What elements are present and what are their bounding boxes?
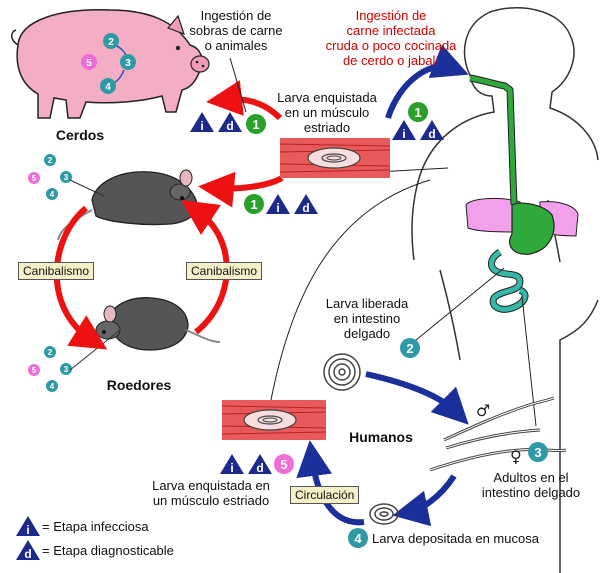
svg-text:3: 3 — [64, 173, 69, 182]
muscle-tissue-top — [279, 138, 391, 178]
lower-muscle-stage-badges: i d 5 — [220, 454, 294, 475]
stage-1-marker: 1 — [252, 117, 259, 132]
svg-text:5: 5 — [32, 366, 37, 375]
infectious-stage-icon: i — [276, 201, 279, 215]
label-adults-intestine: Adultos en el intestino delgado — [481, 470, 581, 500]
larva-release-arrow — [365, 371, 469, 425]
infectious-stage-icon: i — [200, 119, 203, 133]
rodent-stage-badges: 1 i d — [244, 194, 318, 215]
label-pigs: Cerdos — [55, 127, 105, 143]
legend-diagnostic-icon: d — [24, 547, 31, 561]
svg-text:4: 4 — [354, 531, 362, 546]
stage-3-badge: 3 — [528, 442, 548, 462]
muscle-to-pig-arrow — [206, 80, 283, 121]
larva-intestine-pointer-line — [409, 267, 505, 346]
stage-4-marker-pig — [100, 78, 116, 94]
svg-text:4: 4 — [50, 382, 55, 391]
scraps-pointer-line — [229, 57, 247, 113]
label-larva-muscle-top: Larva enquistada en un músculo estriado — [277, 90, 377, 135]
label-larva-mucosa: Larva depositada en mucosa — [372, 531, 539, 546]
rodent-upper-internal-cycle — [28, 154, 105, 200]
svg-text:3: 3 — [534, 445, 541, 460]
stage-5-marker-pig — [81, 54, 97, 70]
legend-diagnostic: = Etapa diagnosticable — [42, 543, 174, 558]
pig-stage-badges: i d 1 — [190, 112, 266, 134]
label-ingest-scraps: Ingestión de sobras de carne o animales — [189, 8, 283, 53]
svg-text:2: 2 — [48, 156, 53, 165]
muscle-to-rodent-arrow — [198, 171, 284, 208]
svg-text:4: 4 — [105, 82, 111, 93]
infectious-stage-icon: i — [230, 461, 233, 475]
label-cannibalism-left: Canibalismo — [18, 262, 95, 280]
label-ingest-meat: Ingestión de carne infectada cruda o poc… — [325, 8, 457, 68]
human-stage-badges: 1 i d — [392, 102, 444, 141]
svg-text:5: 5 — [32, 174, 37, 183]
coiled-larva-mucosa — [369, 503, 399, 525]
stage-1-marker: 1 — [250, 197, 257, 212]
legend-infectious-label: = Etapa infecciosa — [42, 519, 149, 534]
male-symbol: ♂ — [476, 401, 490, 420]
stage-5-marker: 5 — [280, 457, 287, 472]
pig-cycle-numbers: 2 3 4 5 — [86, 37, 131, 93]
infectious-stage-icon: i — [402, 127, 405, 141]
pig-illustration — [11, 9, 210, 119]
svg-text:2: 2 — [48, 348, 53, 357]
label-cannibalism-right: Canibalismo — [186, 262, 263, 280]
female-symbol: ♀ — [510, 447, 522, 466]
svg-text:3: 3 — [64, 365, 69, 374]
stage-3-marker-pig — [120, 54, 136, 70]
rodent-upper — [57, 169, 198, 241]
adult-worms-highlight — [429, 397, 567, 471]
diagnostic-stage-icon: d — [226, 119, 233, 133]
stage-2-marker-pig — [103, 33, 119, 49]
svg-text:4: 4 — [50, 190, 55, 199]
muscle-to-human-arrow — [385, 44, 469, 119]
svg-text:3: 3 — [125, 58, 131, 69]
muscle-lower-pointer-line — [269, 179, 431, 406]
digestive-tract — [469, 74, 555, 313]
legend-infectious: = Etapa infecciosa — [42, 519, 149, 534]
rodent-lower-internal-cycle — [28, 329, 121, 392]
svg-text:5: 5 — [86, 58, 92, 69]
svg-text:2: 2 — [108, 37, 114, 48]
stage-4-badge: 4 — [348, 528, 368, 548]
legend-icons: i d — [16, 516, 40, 561]
stage-1-marker: 1 — [414, 105, 421, 120]
label-larva-muscle-bottom: Larva enquistada en un músculo estriado — [152, 478, 270, 508]
coiled-larva-released — [323, 353, 361, 391]
legend-diagnostic-label: = Etapa diagnosticable — [42, 543, 174, 558]
label-circulation: Circulación — [290, 486, 360, 504]
label-larva-released: Larva liberada en intestino delgado — [325, 296, 409, 341]
rodent-cycle-numbers: 2 3 4 5 2 3 4 5 — [32, 156, 69, 391]
adults-to-larva-arrow — [392, 474, 457, 527]
diagnostic-stage-icon: d — [256, 461, 263, 475]
pig-internal-cycle — [81, 33, 136, 94]
human-body-outline — [411, 7, 599, 573]
label-humans: Humanos — [349, 429, 413, 445]
diagnostic-stage-icon: d — [428, 127, 435, 141]
muscle-tissue-bottom — [221, 400, 327, 440]
legend-infectious-icon: i — [26, 523, 29, 537]
diagnostic-stage-icon: d — [302, 201, 309, 215]
label-rodents: Roedores — [106, 377, 172, 393]
svg-text:2: 2 — [406, 341, 413, 356]
stage-2-badge: 2 — [400, 338, 420, 358]
